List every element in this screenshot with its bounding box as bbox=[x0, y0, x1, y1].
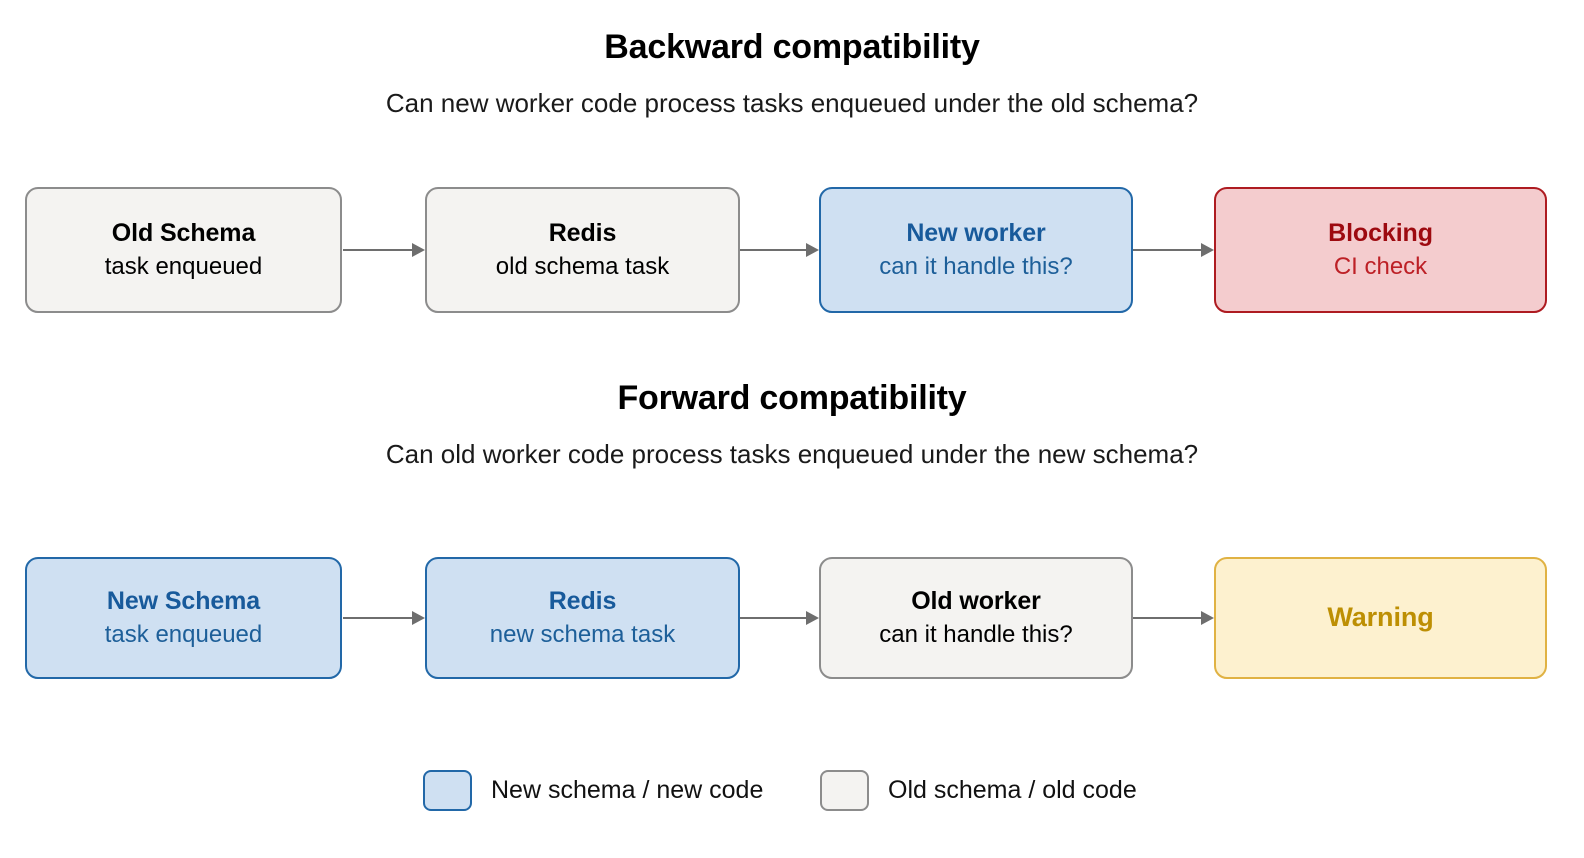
node-title: Redis bbox=[548, 219, 617, 248]
node-redis-old: Redis old schema task bbox=[425, 187, 740, 313]
arrow-new-schema-to-redis bbox=[343, 611, 425, 625]
arrow-head-icon bbox=[806, 243, 819, 257]
legend-item-old-schema: Old schema / old code bbox=[820, 770, 1137, 811]
node-redis-new: Redis new schema task bbox=[425, 557, 740, 679]
legend-label: Old schema / old code bbox=[888, 776, 1137, 804]
legend-swatch-blue bbox=[423, 770, 472, 811]
arrow-head-icon bbox=[806, 611, 819, 625]
arrow-redis-to-old-worker bbox=[740, 611, 819, 625]
legend-label: New schema / new code bbox=[491, 776, 764, 804]
node-title: New Schema bbox=[106, 587, 261, 616]
arrow-old-worker-to-warning bbox=[1133, 611, 1214, 625]
legend-item-new-schema: New schema / new code bbox=[423, 770, 763, 811]
node-title: Blocking bbox=[1328, 219, 1433, 248]
arrow-head-icon bbox=[412, 243, 425, 257]
arrow-shaft bbox=[343, 249, 412, 251]
arrow-shaft bbox=[1133, 249, 1201, 251]
node-new-schema: New Schema task enqueued bbox=[25, 557, 342, 679]
node-subtitle: can it handle this? bbox=[879, 620, 1073, 648]
node-title: Redis bbox=[548, 587, 617, 616]
node-old-worker: Old worker can it handle this? bbox=[819, 557, 1133, 679]
node-subtitle: task enqueued bbox=[104, 252, 263, 280]
arrow-head-icon bbox=[1201, 611, 1214, 625]
node-subtitle: task enqueued bbox=[104, 620, 263, 648]
arrow-head-icon bbox=[412, 611, 425, 625]
node-subtitle: new schema task bbox=[489, 620, 676, 648]
legend-swatch-neutral bbox=[820, 770, 869, 811]
arrow-shaft bbox=[1133, 617, 1201, 619]
arrow-shaft bbox=[343, 617, 412, 619]
forward-compatibility-title: Forward compatibility bbox=[617, 379, 967, 417]
node-warning: Warning bbox=[1214, 557, 1547, 679]
node-title: New worker bbox=[906, 219, 1046, 248]
node-subtitle: can it handle this? bbox=[879, 252, 1073, 280]
arrow-head-icon bbox=[1201, 243, 1214, 257]
forward-compatibility-subtitle: Can old worker code process tasks enqueu… bbox=[385, 439, 1199, 469]
arrow-shaft bbox=[740, 617, 806, 619]
node-old-schema: Old Schema task enqueued bbox=[25, 187, 342, 313]
node-title: Old Schema bbox=[111, 219, 256, 248]
node-title: Old worker bbox=[911, 587, 1041, 616]
arrow-shaft bbox=[740, 249, 806, 251]
node-subtitle: old schema task bbox=[495, 252, 670, 280]
arrow-new-worker-to-blocking bbox=[1133, 243, 1214, 257]
backward-compatibility-title: Backward compatibility bbox=[604, 28, 980, 66]
node-new-worker: New worker can it handle this? bbox=[819, 187, 1133, 313]
node-subtitle: CI check bbox=[1333, 252, 1428, 280]
node-blocking-ci-check: Blocking CI check bbox=[1214, 187, 1547, 313]
arrow-old-schema-to-redis bbox=[343, 243, 425, 257]
arrow-redis-to-new-worker bbox=[740, 243, 819, 257]
node-title: Warning bbox=[1327, 602, 1434, 633]
backward-compatibility-subtitle: Can new worker code process tasks enqueu… bbox=[385, 88, 1199, 118]
